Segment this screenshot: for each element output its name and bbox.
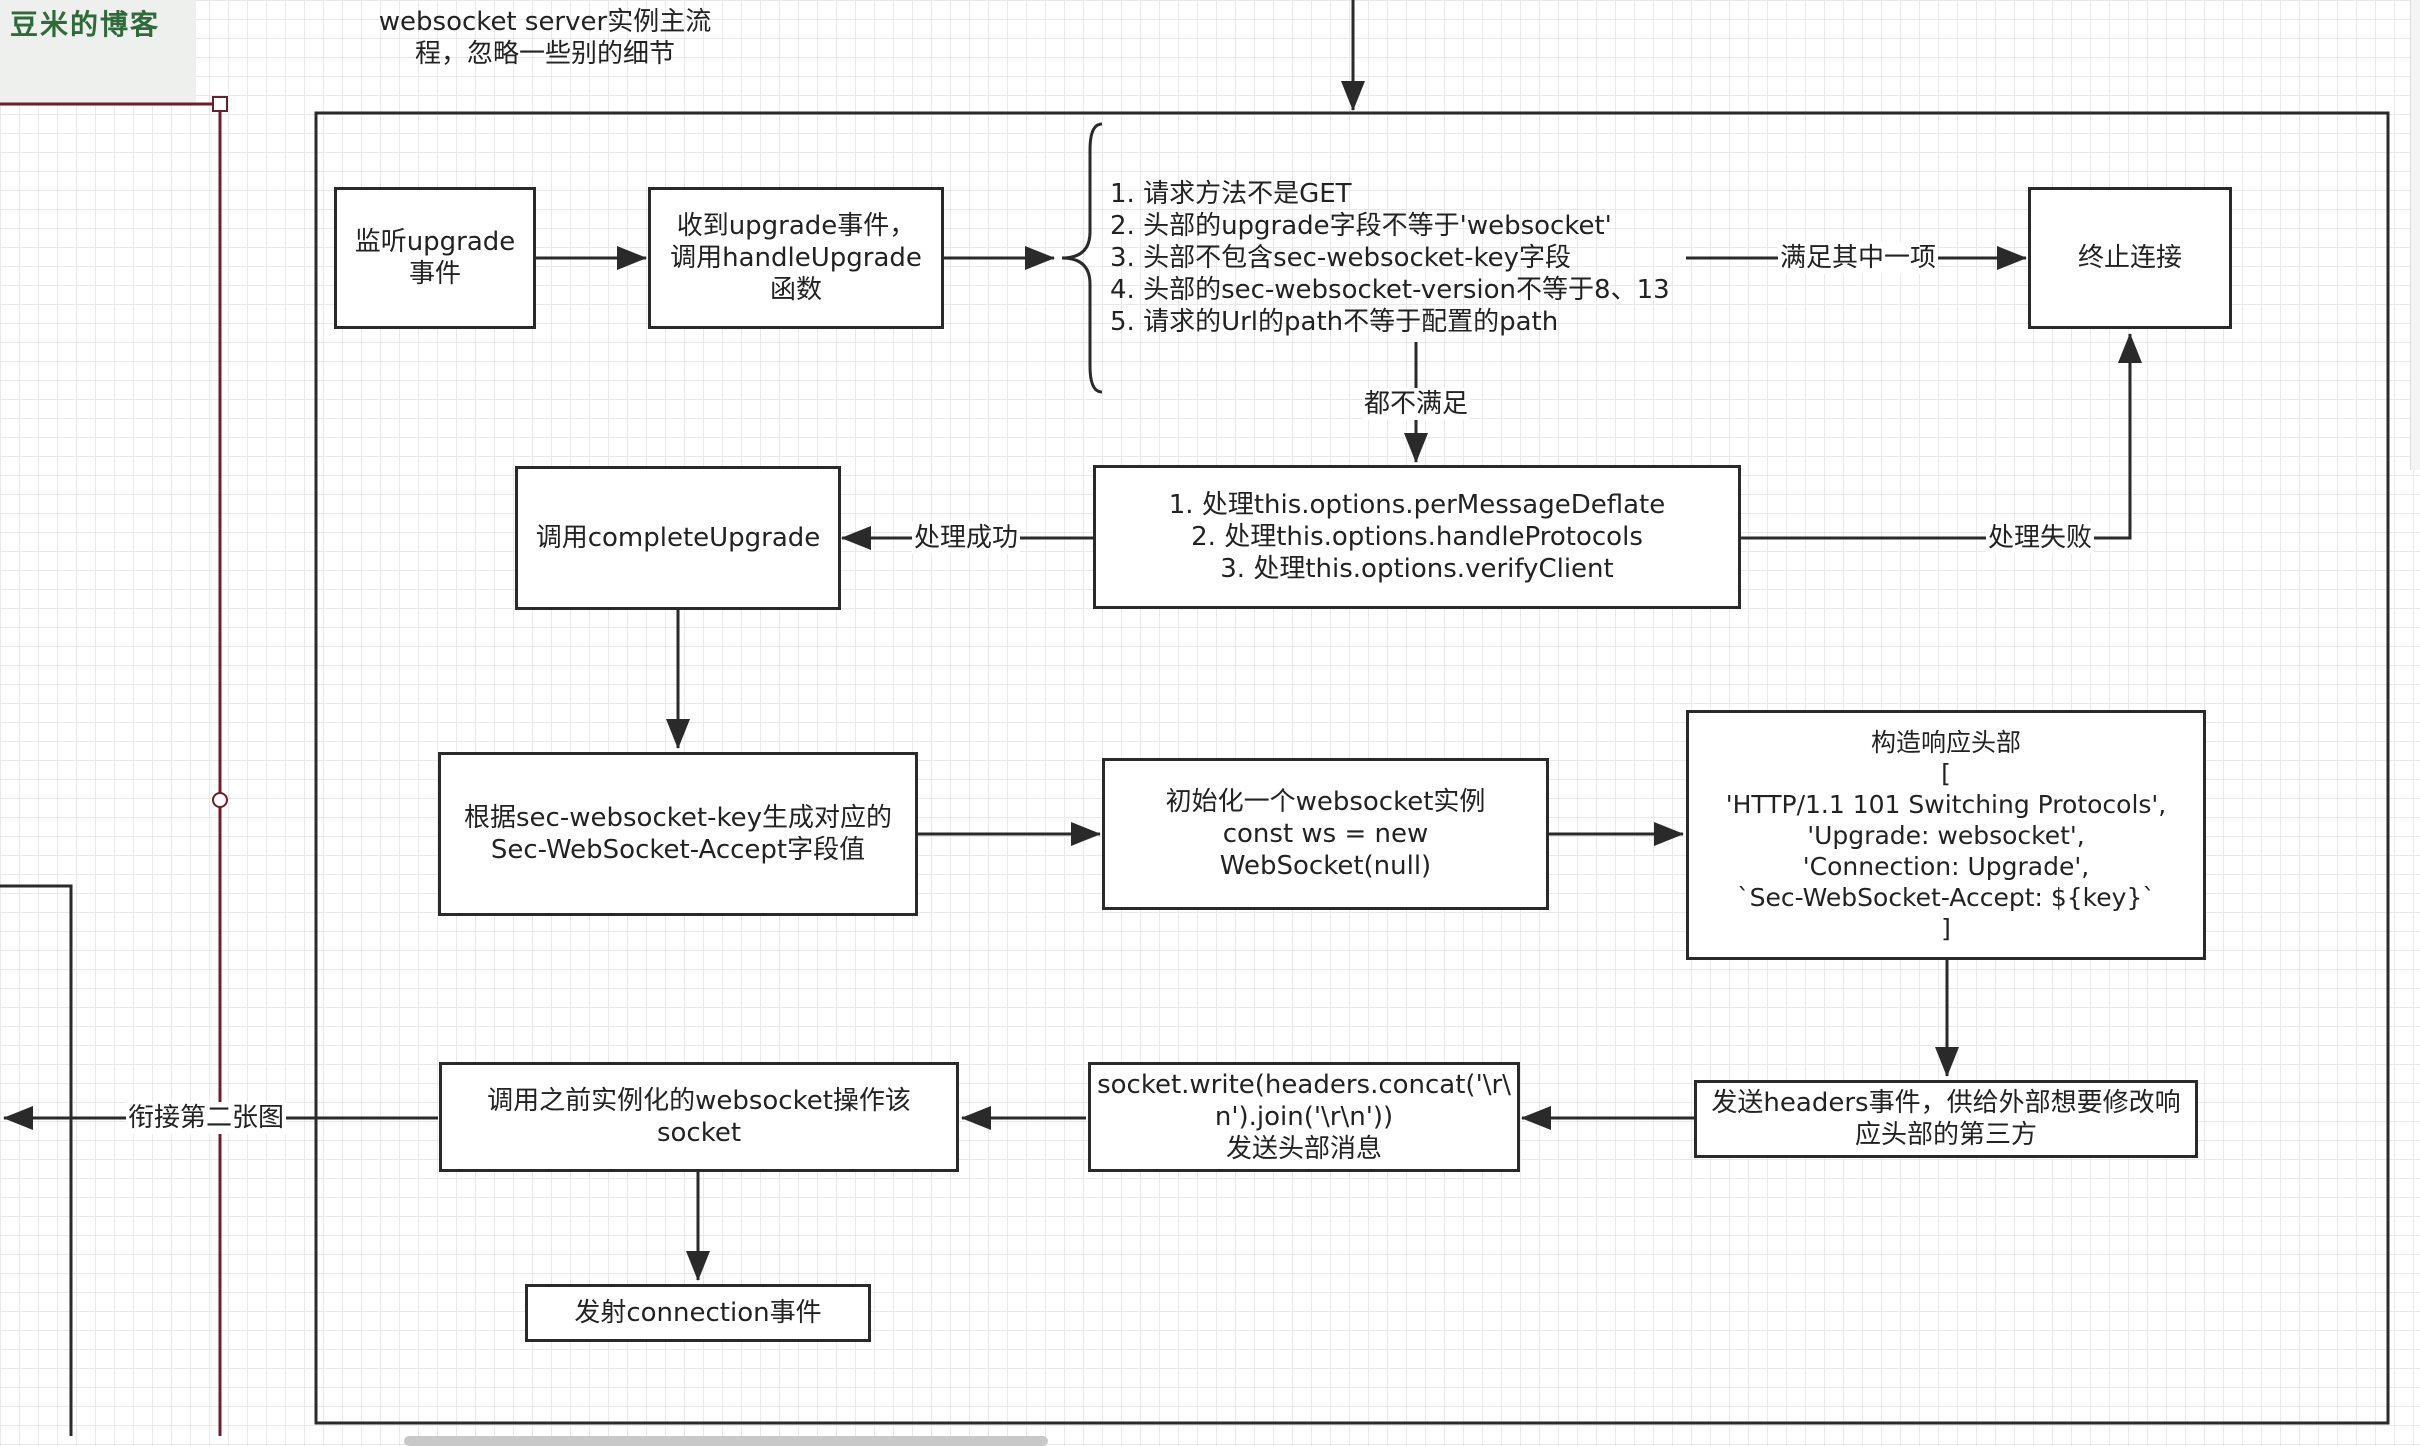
main-container — [314, 111, 2390, 1425]
node-emit-headers-text: 发送headers事件，供给外部想要修改响 应头部的第三方 — [1711, 1088, 2181, 1150]
node-complete-upgrade-text: 调用completeUpgrade — [535, 523, 821, 553]
node-build-headers-text: 构造响应头部 [ 'HTTP/1.1 101 Switching Protoco… — [1725, 727, 2167, 943]
node-emit-connection-text: 发射connection事件 — [574, 1298, 822, 1328]
conditions-brace — [1061, 122, 1103, 394]
node-generate-accept[interactable]: 根据sec-websocket-key生成对应的 Sec-WebSocket-A… — [438, 752, 918, 916]
label-none-match: 都不满足 — [1361, 388, 1471, 420]
frame-handle-mid — [212, 792, 228, 808]
label-success: 处理成功 — [911, 522, 1021, 554]
node-terminate-text: 终止连接 — [2077, 243, 2182, 273]
node-terminate[interactable]: 终止连接 — [2028, 187, 2232, 329]
node-listen-upgrade[interactable]: 监听upgrade 事件 — [334, 187, 536, 329]
node-emit-connection[interactable]: 发射connection事件 — [525, 1284, 871, 1342]
node-operate-socket[interactable]: 调用之前实例化的websocket操作该 socket — [439, 1062, 959, 1172]
node-receive-upgrade[interactable]: 收到upgrade事件， 调用handleUpgrade 函数 — [648, 187, 944, 329]
node-process-options[interactable]: 1. 处理this.options.perMessageDeflate 2. 处… — [1093, 465, 1741, 609]
left-inner-frame-line — [0, 884, 73, 1436]
left-frame-line — [0, 102, 222, 1436]
frame-handle-top — [212, 96, 228, 112]
diagram-note: websocket server实例主流 程，忽略一些别的细节 — [378, 7, 712, 69]
label-any-match: 满足其中一项 — [1777, 242, 1939, 274]
node-process-options-text: 1. 处理this.options.perMessageDeflate 2. 处… — [1168, 490, 1666, 584]
node-receive-upgrade-text: 收到upgrade事件， 调用handleUpgrade 函数 — [670, 211, 922, 305]
node-emit-headers[interactable]: 发送headers事件，供给外部想要修改响 应头部的第三方 — [1694, 1080, 2198, 1158]
node-listen-upgrade-text: 监听upgrade 事件 — [354, 227, 516, 289]
node-socket-write[interactable]: socket.write(headers.concat('\r\ n').joi… — [1088, 1062, 1520, 1172]
node-conditions[interactable]: 1. 请求方法不是GET 2. 头部的upgrade字段不等于'websocke… — [1110, 179, 1670, 337]
label-failure: 处理失败 — [1985, 522, 2095, 554]
vertical-scrollbar[interactable] — [2410, 0, 2420, 470]
node-socket-write-text: socket.write(headers.concat('\r\ n').joi… — [1097, 1070, 1511, 1164]
label-next-diagram: 衔接第二张图 — [125, 1102, 287, 1134]
node-init-websocket[interactable]: 初始化一个websocket实例 const ws = new WebSocke… — [1102, 758, 1549, 910]
horizontal-scrollbar[interactable] — [404, 1436, 1048, 1446]
node-complete-upgrade[interactable]: 调用completeUpgrade — [515, 466, 841, 610]
blog-logo: 豆米的博客 — [0, 0, 196, 106]
node-init-websocket-text: 初始化一个websocket实例 const ws = new WebSocke… — [1165, 787, 1486, 881]
node-operate-socket-text: 调用之前实例化的websocket操作该 socket — [487, 1086, 911, 1148]
edge-process-terminate — [1740, 333, 2142, 540]
node-generate-accept-text: 根据sec-websocket-key生成对应的 Sec-WebSocket-A… — [464, 803, 892, 865]
node-build-headers[interactable]: 构造响应头部 [ 'HTTP/1.1 101 Switching Protoco… — [1686, 710, 2206, 960]
